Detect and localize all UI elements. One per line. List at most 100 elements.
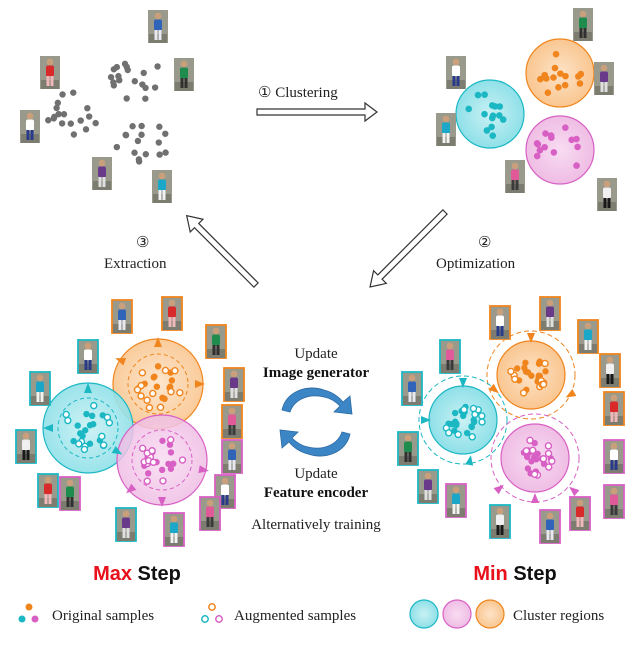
feature-dot [138,131,145,138]
feature-dot [107,73,115,81]
feature-dot [110,66,118,73]
feature-dot [161,395,168,403]
person-photo-thumbnail [573,8,593,41]
feature-dot [568,136,575,144]
direction-arrow [565,389,577,398]
direction-arrow [43,424,53,432]
augmented-dot [171,367,179,375]
direction-arrow [158,497,166,507]
feature-dot [159,437,166,444]
augmented-dot [105,419,114,427]
direction-arrow [126,483,137,494]
feature-dot [574,143,581,151]
augmented-dot [544,449,553,458]
direction-arrow [493,484,504,495]
person-photo-thumbnail [446,56,466,89]
feature-dot [561,81,569,89]
feature-dot [121,60,129,68]
feature-dot [156,123,163,130]
feature-dot [138,122,145,130]
augmented-dot [478,418,486,426]
extraction-number: ③ [136,235,149,251]
legend-cluster-label: Cluster regions [513,608,604,624]
direction-arrow [569,486,580,497]
legend: Original samples Augmented samples Clust… [18,599,604,629]
person-photo-thumbnail [221,439,243,474]
feature-dot [489,112,497,120]
direction-arrow [198,465,209,474]
update-generator-label: Update [294,346,338,362]
person-photo-thumbnail [417,469,439,504]
augmented-dot [75,440,83,448]
feature-dot [496,103,504,110]
person-photo-thumbnail [174,58,194,91]
optimization-number: ② [478,235,491,251]
feature-dot [459,412,467,420]
clustering-label: ① Clustering [258,85,338,101]
cyan-cluster-region [455,79,525,149]
feature-dot [451,409,459,417]
legend-augmented-label: Augmented samples [234,608,356,624]
direction-arrow [115,357,127,366]
augmented-dot [80,445,89,454]
feature-dot [167,465,175,472]
augmented-dot [519,389,528,397]
person-photo-thumbnail [569,496,591,531]
augmented-dot [90,401,98,410]
augmented-dot [145,403,154,412]
person-photo-thumbnail [445,483,467,518]
legend-original-label: Original samples [52,608,154,624]
augmented-dot [541,359,549,368]
min-orange-outer [486,330,576,420]
min-pink-outer [490,413,580,503]
feature-dot [531,453,538,461]
person-photo-thumbnail [20,110,40,143]
augmented-dot [149,458,158,466]
feature-dot [574,73,582,80]
person-photo-thumbnail [205,324,227,359]
augmented-dot [166,436,175,444]
person-photo-thumbnail [597,178,617,211]
augmented-dot [507,367,515,376]
feature-dot [481,110,488,118]
feature-dot [59,91,66,98]
feature-encoder-label: Feature encoder [264,485,369,501]
extraction-arrow [185,214,259,288]
person-photo-thumbnail [163,512,185,547]
original-samples-icon [18,603,39,623]
person-photo-thumbnail [29,371,51,406]
feature-dot [562,72,569,80]
max-pink-inner [131,429,193,491]
augmented-dot [511,375,519,383]
augmented-dot [149,389,157,398]
feature-dot [576,80,584,87]
feature-dot [533,140,541,147]
feature-dot [129,123,136,130]
max-step-push-arrows [43,337,209,507]
augmented-dot [62,410,70,419]
alternatively-training-label: Alternatively training [251,517,381,533]
person-photo-thumbnail [223,367,245,402]
feature-dot [135,158,143,165]
feature-dot [155,139,162,146]
feature-dot [88,412,96,420]
direction-arrow [195,380,205,388]
person-photo-thumbnail [111,299,133,334]
min-step-dots [442,358,556,479]
augmented-dot [159,477,167,485]
feature-dot [70,437,77,445]
feature-dot [522,359,529,366]
min-step-title: Min Step [473,563,556,585]
feature-dot [535,360,543,367]
min-cyan-region [428,385,498,455]
feature-dot [543,75,550,82]
feature-dot [548,134,555,142]
augmented-dot [99,441,108,449]
augmented-dot [468,433,476,441]
feature-dot [550,149,558,156]
augmented-dot [64,416,72,425]
feature-dot [496,112,503,119]
person-photo-thumbnail [214,474,236,509]
feature-dot [524,465,532,472]
person-photo-thumbnail [599,353,621,388]
